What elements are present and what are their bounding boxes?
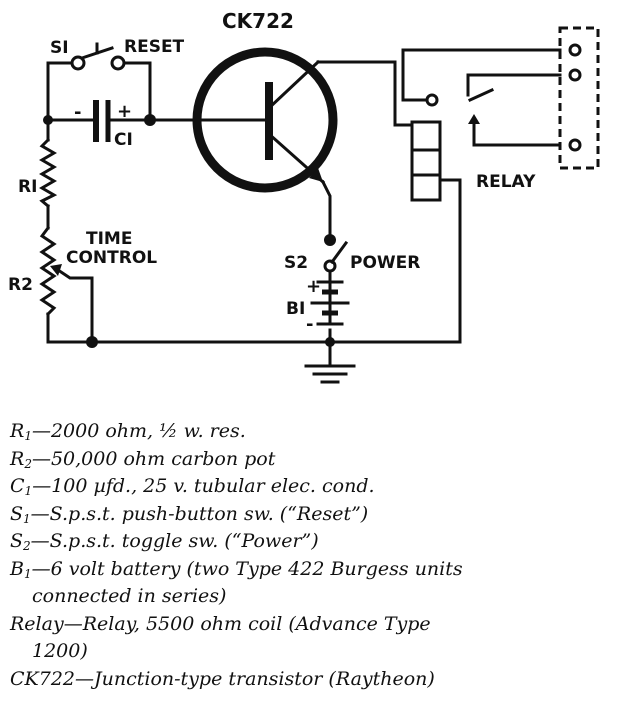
part-symbol: Relay — [10, 612, 64, 635]
s2-switch — [323, 234, 349, 273]
junction-dot — [325, 337, 335, 347]
part-symbol: R — [10, 447, 25, 470]
part-subscript: 1 — [23, 566, 32, 581]
b1-minus-label: - — [306, 314, 313, 335]
ground-symbol — [304, 364, 356, 384]
power-label: POWER — [350, 253, 420, 273]
parts-list-item: CK722—Junction-type transistor (Raytheon… — [10, 666, 610, 694]
b1-battery — [310, 280, 350, 326]
ck722-transistor — [192, 47, 338, 193]
part-description: —Junction-type transistor (Raytheon) — [75, 667, 435, 690]
c1-label: CI — [114, 130, 133, 150]
b1-plus-label: + — [306, 276, 321, 297]
part-subscript: 2 — [23, 539, 31, 553]
s1-switch — [70, 42, 126, 71]
part-description: —100 µfd., 25 v. tubular elec. cond. — [32, 475, 375, 497]
part-description: —2000 ohm, ½ w. res. — [31, 420, 246, 442]
r2-label: R2 — [8, 275, 33, 295]
junction-dot — [86, 336, 98, 348]
part-subscript: 1 — [23, 511, 31, 526]
parts-list-item: R2—50,000 ohm carbon pot — [10, 446, 610, 474]
part-subscript: 1 — [24, 484, 33, 498]
c1-plus-label: + — [117, 101, 132, 122]
s1-label: SI — [50, 38, 69, 58]
part-symbol: B — [10, 557, 24, 580]
parts-list-item: S2—S.p.s.t. toggle sw. (“Power”) — [10, 528, 610, 556]
parts-list-item: Relay—Relay, 5500 ohm coil (Advance Type… — [10, 611, 610, 666]
b1-label: BI — [286, 299, 305, 319]
part-symbol: C — [10, 475, 25, 497]
parts-list-item: S1—S.p.s.t. push-button sw. (“Reset”) — [10, 501, 610, 529]
junction-dot — [43, 115, 53, 125]
parts-list-item: R1—2000 ohm, ½ w. res. — [10, 418, 610, 446]
part-symbol: S — [10, 502, 24, 525]
r1-label: RI — [18, 177, 37, 197]
part-description: —S.p.s.t. toggle sw. (“Power”) — [30, 530, 319, 552]
time-label: TIME — [86, 229, 132, 249]
transistor-label: CK722 — [222, 9, 294, 33]
r1-resistor — [39, 137, 58, 209]
part-description-continued: connected in series) — [32, 585, 227, 607]
c1-minus-label: - — [74, 102, 81, 123]
part-symbol: S — [10, 530, 24, 552]
part-subscript: 2 — [24, 456, 32, 471]
part-description: —S.p.s.t. push-button sw. (“Reset”) — [30, 502, 369, 525]
part-description: —50,000 ohm carbon pot — [31, 447, 276, 470]
s2-label: S2 — [284, 253, 308, 273]
relay-label: RELAY — [476, 172, 536, 192]
part-description: —6 volt battery (two Type 422 Burgess un… — [31, 557, 463, 580]
part-description: —Relay, 5500 ohm coil (Advance Type — [63, 612, 431, 635]
r2-potentiometer — [39, 225, 62, 317]
part-subscript: 1 — [24, 429, 32, 443]
parts-list-item: C1—100 µfd., 25 v. tubular elec. cond. — [10, 473, 610, 501]
part-symbol: R — [10, 420, 25, 442]
part-symbol: CK722 — [10, 667, 75, 690]
parts-list-item: B1—6 volt battery (two Type 422 Burgess … — [10, 556, 610, 611]
part-description-continued: 1200) — [32, 640, 88, 662]
relay — [410, 26, 600, 202]
control-label: CONTROL — [66, 248, 157, 268]
c1-capacitor — [93, 100, 111, 142]
junction-dot — [144, 114, 156, 126]
reset-label: RESET — [124, 37, 185, 57]
parts-list: R1—2000 ohm, ½ w. res.R2—50,000 ohm carb… — [10, 418, 610, 693]
circuit-schematic: CK722 SI RESET - + CI RI R2 TIME CONTROL… — [8, 9, 600, 384]
